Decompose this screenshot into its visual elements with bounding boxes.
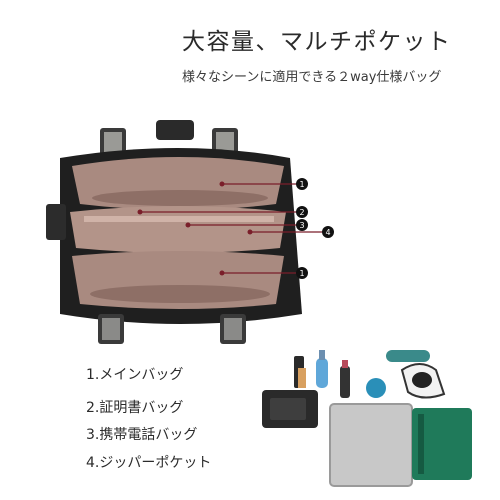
list-item-id-bag: 2.証明書バッグ xyxy=(86,400,184,416)
card-holder-flap xyxy=(270,398,306,420)
perfume-bottle xyxy=(316,358,328,388)
accessories-illustration xyxy=(262,350,472,487)
compact-mirror xyxy=(366,378,386,398)
subline: 様々なシーンに適用できる２way仕様バッグ xyxy=(182,70,442,85)
buckle-plate-right xyxy=(216,132,234,152)
list-item-main-bag: 1.メインバッグ xyxy=(86,367,184,383)
callout-phone-slot: 3 xyxy=(185,219,308,231)
callout-main-bottom: 1 xyxy=(219,267,308,279)
bracelet xyxy=(386,350,430,362)
callout-id-slot-number: 2 xyxy=(299,208,304,217)
green-wallet xyxy=(412,408,472,480)
bottom-plate-left xyxy=(102,318,120,340)
compartment-bottom-shadow xyxy=(90,285,270,303)
buckle-plate-left xyxy=(104,132,122,152)
bottom-plate-right xyxy=(224,318,242,340)
callout-zipper: 4 xyxy=(247,226,334,238)
bag-interior-image: 1 2 3 4 1 xyxy=(40,118,370,358)
callout-id-slot: 2 xyxy=(137,206,308,218)
compartment-top-shadow xyxy=(92,190,268,206)
list-item-zipper-pocket: 4.ジッパーポケット xyxy=(86,455,212,471)
lipstick-tip xyxy=(342,360,348,368)
lipstick xyxy=(340,366,350,398)
callout-main-top-number: 1 xyxy=(299,180,304,189)
accessories-image xyxy=(258,340,494,490)
callout-main-top: 1 xyxy=(219,178,308,190)
zipper-track xyxy=(84,216,274,222)
bag-illustration: 1 2 3 4 1 xyxy=(46,120,334,344)
list-item-phone-bag: 3.携帯電話バッグ xyxy=(86,427,198,443)
callout-phone-slot-number: 3 xyxy=(299,221,304,230)
compartment-middle-lining xyxy=(70,206,286,253)
tablet-device xyxy=(329,403,413,487)
sunglasses-lens xyxy=(412,372,432,388)
handle-strap xyxy=(156,120,194,140)
headline: 大容量、マルチポケット xyxy=(182,29,452,55)
perfume-cap xyxy=(319,350,325,360)
wallet-spine xyxy=(418,414,424,474)
callout-zipper-number: 4 xyxy=(325,228,330,237)
cosmetic-stick xyxy=(298,368,306,388)
callout-main-bottom-number: 1 xyxy=(299,269,304,278)
side-clasp xyxy=(46,204,66,240)
